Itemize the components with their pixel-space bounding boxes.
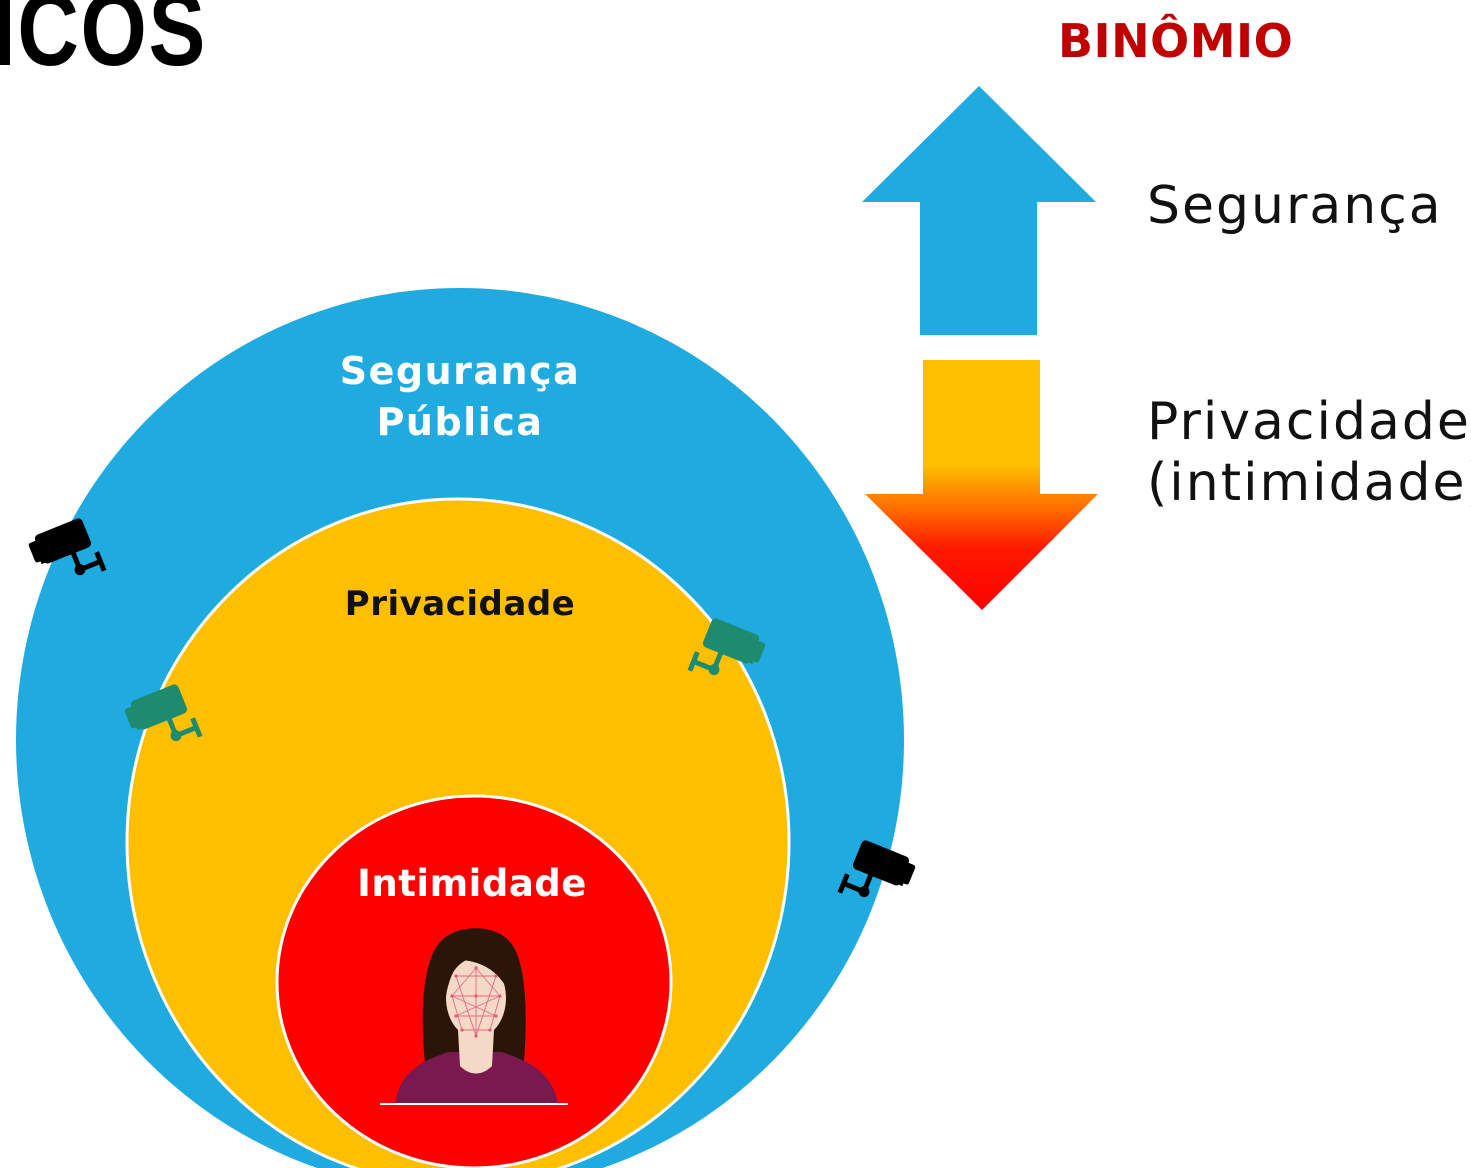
face-recognition-avatar xyxy=(380,928,568,1105)
seguranca-up-arrow xyxy=(862,86,1096,335)
seguranca-publica-line1: Segurança xyxy=(339,349,581,393)
privacidade-down-arrow xyxy=(865,360,1098,610)
legend-seguranca-label: Segurança xyxy=(1147,176,1443,236)
seguranca-publica-label: Segurança Pública xyxy=(300,346,620,448)
slide-title-fragment: ICOS xyxy=(0,0,208,88)
legend-intimidade-line2: (intimidade) xyxy=(1147,453,1471,513)
seguranca-publica-line2: Pública xyxy=(376,400,544,444)
legend-privacidade-label: Privacidade (intimidade) xyxy=(1147,392,1471,514)
binomio-heading: BINÔMIO xyxy=(1058,14,1294,68)
intimidade-label: Intimidade xyxy=(357,862,587,905)
privacidade-label: Privacidade xyxy=(344,584,576,624)
legend-privacidade-line1: Privacidade xyxy=(1147,392,1471,452)
